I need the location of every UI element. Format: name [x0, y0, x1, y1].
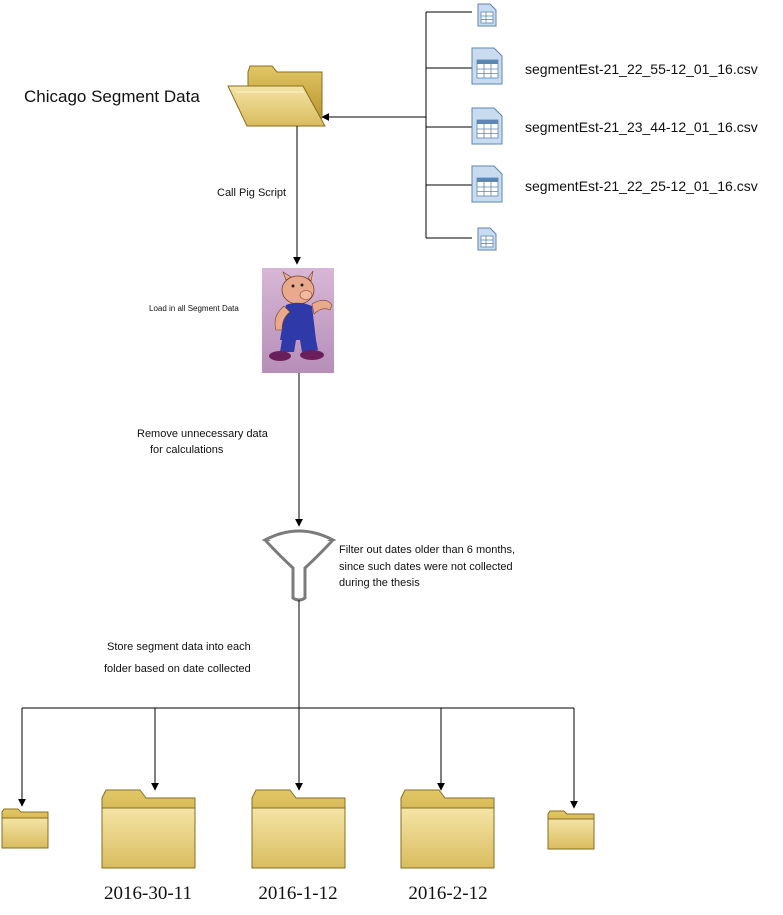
file-name-label: segmentEst-21_22_55-12_01_16.csv: [525, 61, 758, 77]
output-folder-icon: [547, 810, 595, 850]
filter-label: since such dates were not collected: [339, 561, 513, 573]
source-folder-icon: [227, 65, 326, 127]
pig-mascot-icon: [262, 268, 334, 373]
output-folder-icon: [101, 789, 196, 869]
file-name-label: segmentEst-21_22_25-12_01_16.csv: [525, 178, 758, 194]
input-files-tree: [321, 11, 472, 239]
remove-data-label: Remove unnecessary data: [137, 428, 269, 440]
file-icon: [471, 47, 503, 85]
file-icon: [471, 165, 503, 203]
file-name-label: segmentEst-21_23_44-12_01_16.csv: [525, 119, 758, 135]
filter-label: during the thesis: [339, 577, 420, 589]
file-icon: [477, 227, 497, 251]
store-data-label: Store segment data into each: [107, 641, 251, 653]
output-folder-icon: [251, 789, 346, 869]
output-folder-icon: [400, 789, 495, 869]
file-icon: [471, 107, 503, 145]
diagram-title: Chicago Segment Data: [24, 87, 200, 106]
distribution-bus: [18, 707, 578, 809]
load-data-label: Load in all Segment Data: [149, 304, 239, 313]
output-folder-label: 2016-2-12: [408, 883, 487, 904]
output-folder-label: 2016-30-11: [104, 883, 192, 904]
filter-label: Filter out dates older than 6 months,: [339, 544, 515, 556]
output-folder-icon: [1, 808, 49, 849]
filter-funnel-icon: [261, 529, 337, 602]
store-data-label: folder based on date collected: [104, 663, 251, 675]
file-icon: [477, 3, 497, 27]
remove-data-label: for calculations: [150, 444, 224, 456]
output-folder-label: 2016-1-12: [258, 883, 337, 904]
call-script-label: Call Pig Script: [217, 187, 286, 199]
